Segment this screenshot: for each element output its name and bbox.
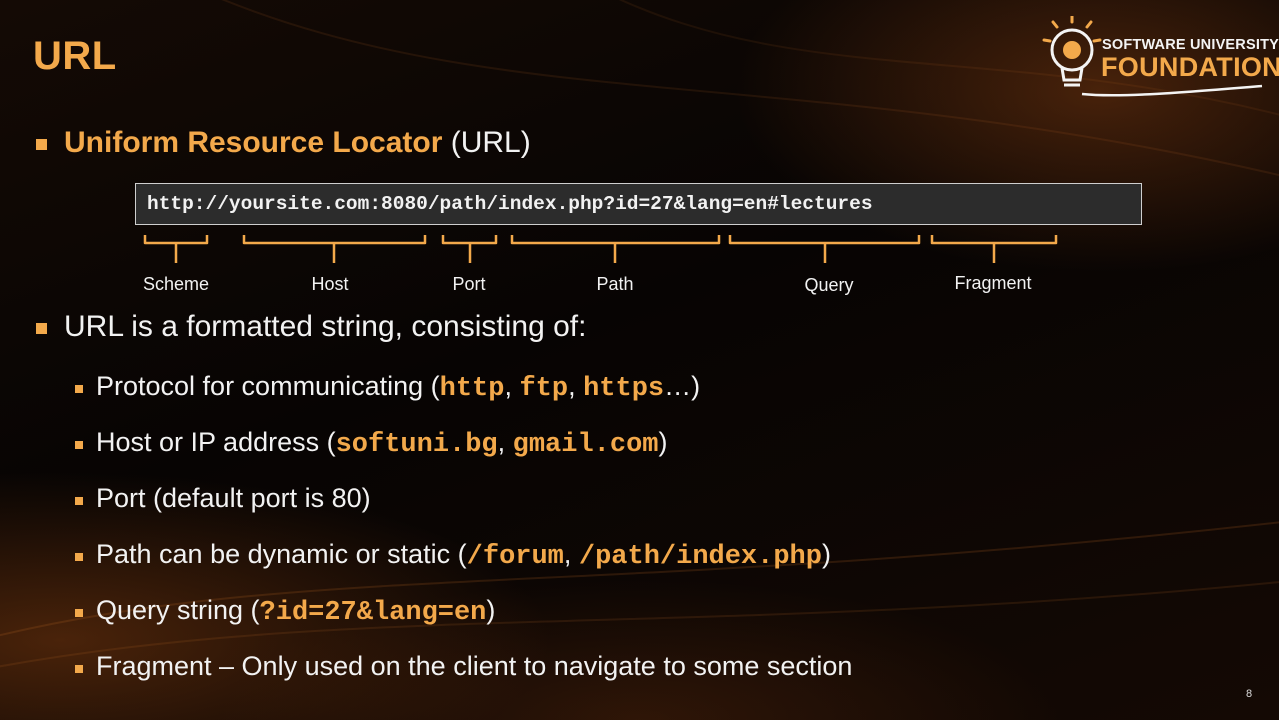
protocol-prefix: Protocol for communicating (	[96, 371, 440, 401]
code-query-string: ?id=27&lang=en	[259, 598, 487, 628]
separator: ,	[563, 539, 579, 569]
part-label-host: Host	[311, 274, 349, 294]
host-prefix: Host or IP address (	[96, 427, 336, 457]
definition-abbr: (URL)	[442, 126, 531, 159]
protocol-suffix: …)	[664, 371, 701, 401]
sub-bullet-square-icon	[75, 609, 83, 617]
consists-bullet: URL is a formatted string, consisting of…	[64, 310, 587, 343]
bracket-scheme	[143, 235, 209, 263]
separator: ,	[504, 371, 520, 401]
part-label-fragment: Fragment	[954, 273, 1032, 293]
path-item: Path can be dynamic or static (/forum, /…	[96, 539, 831, 572]
port-item: Port (default port is 80)	[96, 483, 371, 513]
lightbulb-icon	[1042, 16, 1263, 97]
sub-bullet-square-icon	[75, 441, 83, 449]
path-suffix: )	[821, 539, 831, 569]
bullet-square-icon	[36, 139, 47, 150]
slide-title: URL	[33, 34, 117, 78]
code-gmail-com: gmail.com	[512, 430, 659, 460]
part-label-query: Query	[804, 275, 854, 295]
separator: ,	[568, 371, 584, 401]
query-item: Query string (?id=27&lang=en)	[96, 595, 495, 628]
code-ftp: ftp	[519, 374, 569, 404]
bracket-fragment	[930, 235, 1058, 263]
part-label-scheme: Scheme	[142, 274, 210, 294]
bracket-path	[510, 235, 721, 263]
host-item: Host or IP address (softuni.bg, gmail.co…	[96, 427, 667, 460]
sub-bullet-square-icon	[75, 497, 83, 505]
logo-line-1: SOFTWARE UNIVERSITY	[1102, 37, 1279, 53]
sub-bullet-square-icon	[75, 665, 83, 673]
path-prefix: Path can be dynamic or static (	[96, 539, 467, 569]
bracket-host	[242, 235, 427, 263]
code-forum: /forum	[466, 542, 564, 572]
code-softuni-bg: softuni.bg	[335, 430, 498, 460]
sub-bullet-square-icon	[75, 553, 83, 561]
query-suffix: )	[486, 595, 496, 625]
page-number: 8	[1246, 688, 1253, 700]
url-example-box: http://yoursite.com:8080/path/index.php?…	[135, 183, 1142, 225]
code-path-index: /path/index.php	[578, 542, 822, 572]
part-label-port: Port	[452, 274, 486, 294]
part-label-path: Path	[596, 274, 634, 294]
softuni-foundation-logo	[1042, 16, 1263, 97]
code-http: http	[439, 374, 505, 404]
host-suffix: )	[658, 427, 668, 457]
protocol-item: Protocol for communicating (http, ftp, h…	[96, 371, 700, 404]
bracket-port	[441, 235, 498, 263]
query-prefix: Query string (	[96, 595, 260, 625]
url-part-brackets	[143, 235, 1058, 263]
definition-term: Uniform Resource Locator	[64, 126, 443, 159]
bracket-query	[728, 235, 921, 263]
definition-bullet: Uniform Resource Locator (URL)	[64, 126, 531, 160]
separator: ,	[497, 427, 513, 457]
sub-bullet-square-icon	[75, 385, 83, 393]
logo-line-2: FOUNDATION	[1101, 52, 1279, 82]
fragment-item: Fragment – Only used on the client to na…	[96, 651, 853, 681]
bullet-square-icon	[36, 323, 47, 334]
code-https: https	[583, 374, 665, 404]
